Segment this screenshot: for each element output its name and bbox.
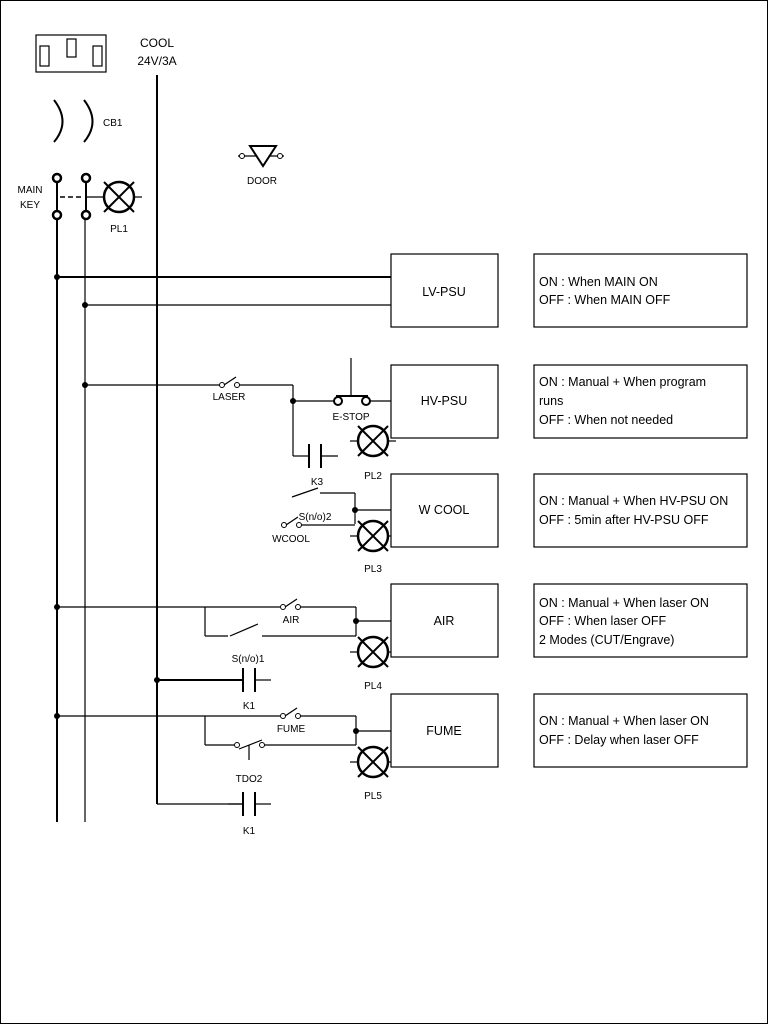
main-key-label-line1: MAIN [18, 185, 43, 196]
wcool-switch-label: WCOOL [272, 534, 310, 545]
k1-air-label: K1 [243, 701, 256, 712]
cb1-label: CB1 [103, 118, 123, 129]
estop-label: E-STOP [332, 412, 369, 423]
block-lv-psu: LV-PSU [390, 253, 499, 328]
svg-text:FUME: FUME [426, 724, 461, 738]
svg-text:ON : Manual + When program: ON : Manual + When program [539, 375, 706, 389]
block-w-cool: W COOL [390, 473, 499, 548]
pl2-label: PL2 [364, 471, 382, 482]
power-socket-icon [35, 34, 107, 73]
notes-hv-psu: ON : Manual + When program runs OFF : Wh… [533, 364, 748, 439]
svg-text:W COOL: W COOL [419, 503, 470, 517]
svg-text:ON : When MAIN ON: ON : When MAIN ON [539, 275, 658, 289]
sno1-label: S(n/o)1 [232, 654, 265, 665]
sno2-label: S(n/o)2 [299, 512, 332, 523]
pl5-label: PL5 [364, 791, 382, 802]
pl1-label: PL1 [110, 224, 128, 235]
estop-button-icon [333, 358, 371, 406]
block-fume: FUME [390, 693, 499, 768]
relay-contact-k3-icon [293, 444, 338, 468]
timer-switch-tdo2-icon [234, 739, 265, 760]
block-hv-psu: HV-PSU [390, 364, 499, 439]
pilot-lamp-pl1-icon [86, 180, 142, 214]
svg-text:runs: runs [539, 394, 563, 408]
pilot-lamp-pl3-icon [350, 519, 396, 553]
door-switch-icon [238, 145, 284, 168]
fume-switch-label: FUME [277, 724, 306, 735]
air-switch-label: AIR [283, 615, 300, 626]
relay-contact-k1-air-icon [242, 668, 271, 692]
air-switch-icon [280, 598, 301, 610]
k3-label: K3 [311, 477, 324, 488]
svg-text:ON : Manual + When HV-PSU ON: ON : Manual + When HV-PSU ON [539, 494, 728, 508]
notes-w-cool: ON : Manual + When HV-PSU ON OFF : 5min … [533, 473, 748, 548]
door-label: DOOR [247, 176, 277, 187]
svg-text:OFF : Delay when laser OFF: OFF : Delay when laser OFF [539, 733, 699, 747]
main-key-label-line2: KEY [20, 200, 40, 211]
block-air: AIR [390, 583, 499, 658]
svg-text:2 Modes (CUT/Engrave): 2 Modes (CUT/Engrave) [539, 633, 674, 647]
svg-text:HV-PSU: HV-PSU [421, 394, 468, 408]
svg-text:ON : Manual + When laser ON: ON : Manual + When laser ON [539, 714, 709, 728]
notes-air: ON : Manual + When laser ON OFF : When l… [533, 583, 748, 658]
laser-switch-label: LASER [213, 392, 246, 403]
relay-contact-k1-fume-icon [228, 792, 271, 816]
svg-text:OFF : When not needed: OFF : When not needed [539, 413, 673, 427]
circuit-breaker-icon [53, 99, 94, 143]
laser-switch-icon [219, 376, 240, 388]
svg-text:ON : Manual + When laser ON: ON : Manual + When laser ON [539, 596, 709, 610]
main-key-switch-icon [51, 172, 92, 221]
pl3-label: PL3 [364, 564, 382, 575]
svg-text:OFF : When laser OFF: OFF : When laser OFF [539, 614, 666, 628]
svg-text:AIR: AIR [434, 614, 455, 628]
k1-fume-label: K1 [243, 826, 256, 837]
pilot-lamp-pl2-icon [350, 424, 396, 458]
wcool-switch-icon [281, 516, 302, 528]
svg-text:OFF : 5min after HV-PSU OFF: OFF : 5min after HV-PSU OFF [539, 513, 709, 527]
supply-label-line1: COOL [140, 36, 174, 50]
notes-lv-psu: ON : When MAIN ON OFF : When MAIN OFF [533, 253, 748, 328]
svg-text:OFF : When MAIN OFF: OFF : When MAIN OFF [539, 293, 671, 307]
fume-switch-icon [280, 707, 301, 719]
svg-text:LV-PSU: LV-PSU [422, 285, 466, 299]
notes-fume: ON : Manual + When laser ON OFF : Delay … [533, 693, 748, 768]
pilot-lamp-pl5-icon [350, 745, 396, 779]
pilot-lamp-pl4-icon [350, 635, 396, 669]
tdo2-label: TDO2 [236, 774, 263, 785]
pl4-label: PL4 [364, 681, 382, 692]
supply-label-line2: 24V/3A [137, 54, 176, 68]
